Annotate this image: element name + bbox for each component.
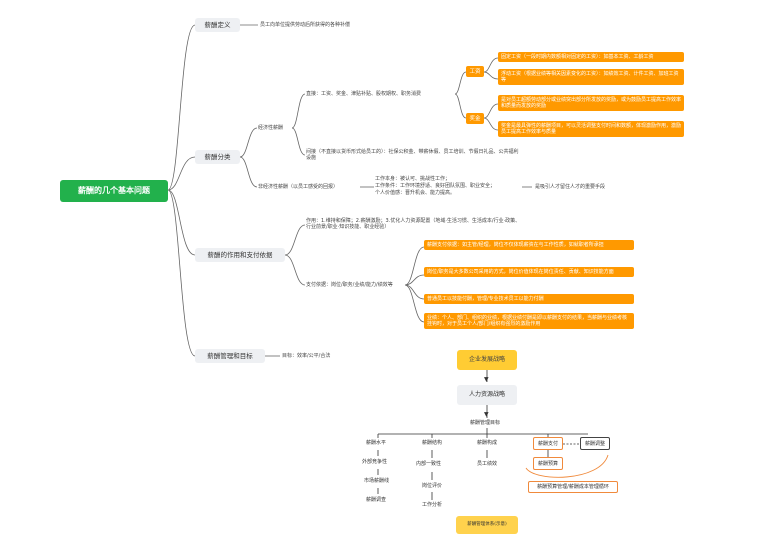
flow-hr-strategy: 人力资源战略: [457, 385, 517, 405]
root-topic[interactable]: 薪酬的几个基本问题: [60, 180, 168, 202]
basis-label: 支付依据：岗位/职务/业绩/能力/绩效等: [306, 282, 393, 288]
flow-internal: 内部一致性: [416, 461, 442, 467]
definition-text: 员工向单位提供劳动后所获得的各种补偿: [260, 22, 351, 28]
flow-strategy: 企业发展战略: [457, 350, 517, 370]
non-economic-item: 工作本身：被认可、挑战性工作；: [375, 176, 451, 182]
bonus-tag: 奖金: [466, 113, 484, 124]
flow-payment: 薪酬支付: [533, 437, 563, 450]
flow-performance: 员工绩效: [477, 461, 498, 467]
management-text: 目标：效率/公平/合法: [282, 353, 331, 359]
category-function[interactable]: 薪酬的作用和支付依据: [195, 248, 285, 262]
flow-evaluation: 岗位评价: [422, 483, 443, 489]
economic-indirect: 间接（不直接以货币形式给员工的）：社保公积金、带薪休假、员工培训、节假日礼品、公…: [306, 149, 519, 161]
non-economic-note: 是吸引人才留住人才的重要手段: [535, 184, 606, 190]
wage-item-floating: 浮动工资（根据业绩等相关因素变化的工资）：如绩效工资、计件工资、加班工资等: [498, 69, 684, 85]
category-management[interactable]: 薪酬管理和目标: [195, 349, 265, 363]
basis-item: 普通员工以技能付酬，管理/专业技术员工以能力付酬: [424, 294, 634, 304]
basis-item: 薪酬支付依据：如主管/经理，岗位不仅体现薪资在与工作性质，如就职者所承担: [424, 240, 634, 250]
wage-tag: 工资: [466, 66, 484, 77]
flow-budget: 薪酬预算: [533, 457, 563, 470]
non-economic-label: 非经济性薪酬（以员工感受的回报）: [258, 184, 339, 190]
flow-structure: 薪酬结构: [422, 440, 443, 446]
category-classification[interactable]: 薪酬分类: [195, 150, 240, 164]
flow-level: 薪酬水平: [366, 440, 387, 446]
basis-item: 业绩：个人、部门、组织的业绩，根据业绩付酬是即以薪酬支付的结果，当薪酬与业绩考核…: [424, 313, 634, 329]
flow-control: 薪酬预算管理/薪酬成本管理循环: [528, 481, 618, 493]
wage-item-fixed: 固定工资（一段时期内数额相对固定的工资）：如基本工资、工龄工资: [498, 52, 684, 62]
flow-composition: 薪酬构成: [477, 440, 498, 446]
arrow-down-icon: ▼: [484, 376, 489, 383]
arrow-down-icon: ▼: [484, 411, 489, 418]
flow-external: 外部竞争性: [362, 459, 388, 465]
non-economic-item: 个人价值感：晋升机会、能力提高。: [375, 190, 456, 196]
bonus-item-flexibility: 奖金是最具弹性的薪酬项目，可以灵活调整支付时间和数额，体现激励作用，激励员工提高…: [498, 121, 684, 137]
economic-direct: 直接：工资、奖金、津贴补贴、股权期权、职务消费: [306, 91, 422, 97]
flow-survey: 薪酬调查: [366, 497, 387, 503]
flow-footer: 薪酬管理体系(示意): [456, 516, 518, 534]
function-text: 作用：1.维持和保障；2.薪酬激励；3.优化人力资源配置（地域·生活习惯、生活成…: [306, 218, 521, 230]
category-definition[interactable]: 薪酬定义: [195, 18, 240, 32]
flow-adjust: 薪酬调整: [580, 437, 610, 450]
non-economic-item: 工作条件：工作环境舒适、良好团队氛围、职业安全；: [375, 183, 496, 189]
basis-item: 岗位/职务是大多数公司采用的方式，岗位价值体现在岗位责任、贡献、知识技能方面: [424, 267, 634, 277]
flow-goal: 薪酬管理目标: [470, 420, 501, 426]
bonus-item-definition: 是对员工超额劳动部分或业绩突出部分所发放的奖励，或为鼓励员工提高工作效率和质量而…: [498, 95, 684, 111]
flow-analysis: 工作分析: [422, 502, 443, 508]
economic-label: 经济性薪酬: [258, 125, 284, 131]
flow-market: 市场薪酬线: [364, 478, 390, 484]
